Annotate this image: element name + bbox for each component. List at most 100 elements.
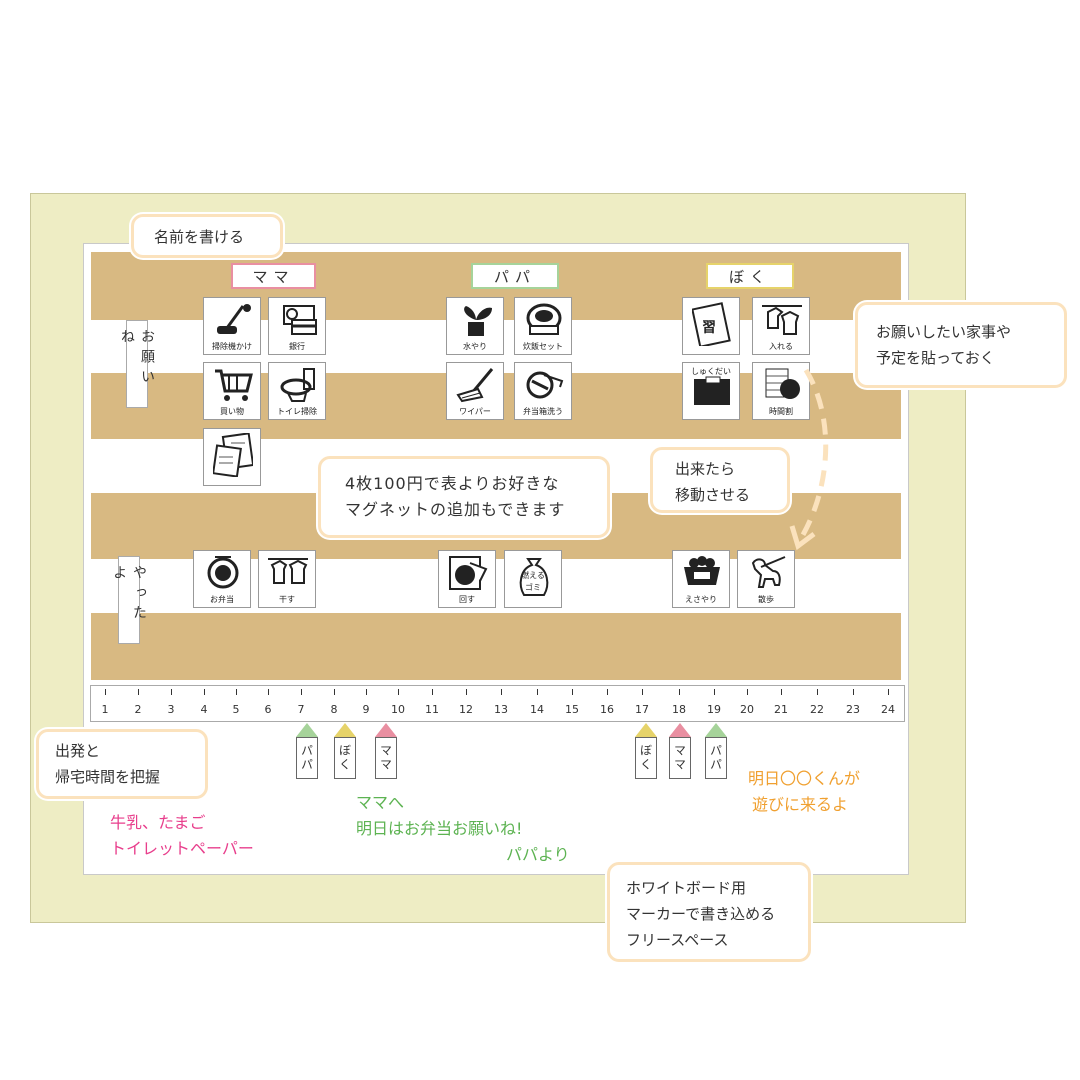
pin-tip <box>635 723 657 737</box>
callout-text: 予定を貼っておく <box>876 349 995 367</box>
time-pin[interactable]: パパ <box>296 723 318 779</box>
header-boku[interactable]: ぼく <box>706 263 794 289</box>
notebook-icon <box>213 433 253 477</box>
callout-time: 出発と 帰宅時間を把握 <box>36 729 208 799</box>
pin-label: ぼく <box>334 737 356 779</box>
ruler-hour-label: 18 <box>672 703 686 716</box>
stripe <box>91 613 901 680</box>
memo-line: 遊びに来るよ <box>752 795 849 814</box>
memo-line: 牛乳、たまご <box>110 813 206 832</box>
magnet-bank[interactable]: 銀行 <box>268 297 326 355</box>
shopping-cart-icon <box>215 369 253 401</box>
homework-icon <box>694 376 730 405</box>
memo-bento: ママへ 明日はお弁当お願いね! パパより <box>356 790 570 868</box>
hang-laundry-icon <box>268 558 308 584</box>
ruler-hour-label: 19 <box>707 703 721 716</box>
time-pin[interactable]: ぼく <box>635 723 657 779</box>
time-pin[interactable]: ママ <box>375 723 397 779</box>
header-mama[interactable]: ママ <box>231 263 316 289</box>
magnet-rice[interactable]: 炊飯セット <box>514 297 572 355</box>
magnet-label: 時間割 <box>769 407 793 416</box>
ruler-tick <box>366 689 367 695</box>
magnet-label: 回す <box>459 595 475 604</box>
callout-text: マーカーで書き込める <box>626 905 776 923</box>
svg-text:習: 習 <box>702 320 716 336</box>
ruler-hour-label: 12 <box>459 703 473 716</box>
magnet-feed[interactable]: えさやり <box>672 550 730 608</box>
ruler-tick <box>334 689 335 695</box>
time-pin[interactable]: パパ <box>705 723 727 779</box>
memo-line: 明日〇〇くんが <box>748 769 861 788</box>
magnet-notebook[interactable] <box>203 428 261 486</box>
magnet-timetable[interactable]: 時間割 <box>752 362 810 420</box>
ruler-tick <box>888 689 889 695</box>
magnet-label: えさやり <box>685 595 717 604</box>
ruler-tick <box>781 689 782 695</box>
magnet-toilet[interactable]: トイレ掃除 <box>268 362 326 420</box>
magnet-hang[interactable]: 干す <box>258 550 316 608</box>
ruler-hour-label: 22 <box>810 703 824 716</box>
practice-book-icon: 習 <box>692 302 731 346</box>
ruler-hour-label: 1 <box>101 703 109 716</box>
ruler-tick <box>817 689 818 695</box>
magnet-vacuum[interactable]: 掃除機かけ <box>203 297 261 355</box>
ruler-tick <box>204 689 205 695</box>
row-label-done: やったよ <box>111 556 147 644</box>
pin-tip <box>705 723 727 737</box>
ruler-tick <box>572 689 573 695</box>
magnet-shopping[interactable]: 買い物 <box>203 362 261 420</box>
pin-tip <box>296 723 318 737</box>
magnet-wash[interactable]: 回す <box>438 550 496 608</box>
ruler-hour-label: 13 <box>494 703 508 716</box>
callout-move: 出来たら 移動させる <box>650 447 790 513</box>
magnet-wiper[interactable]: ワイパー <box>446 362 504 420</box>
ruler-hour-label: 2 <box>134 703 142 716</box>
pin-label: パパ <box>705 737 727 779</box>
garbage-top-label: 燃える <box>521 571 545 580</box>
pin-tip <box>669 723 691 737</box>
magnet-put-in[interactable]: 入れる <box>752 297 810 355</box>
magnet-practice[interactable]: 習 <box>682 297 740 355</box>
ruler-hour-label: 10 <box>391 703 405 716</box>
memo-line: 明日はお弁当お願いね! <box>356 819 523 838</box>
ruler-tick <box>501 689 502 695</box>
bank-card-icon <box>283 305 317 335</box>
callout-text: 出発と <box>55 742 101 760</box>
magnet-homework[interactable]: しゅくだい <box>682 362 740 420</box>
header-papa[interactable]: パパ <box>471 263 559 289</box>
pet-food-icon <box>684 556 720 585</box>
dog-walk-icon <box>751 556 786 588</box>
magnet-walk[interactable]: 散歩 <box>737 550 795 608</box>
magnet-label: お弁当 <box>210 595 234 604</box>
vacuum-icon <box>217 304 251 334</box>
callout-free: ホワイトボード用 マーカーで書き込める フリースペース <box>607 862 811 962</box>
ruler-tick <box>398 689 399 695</box>
ruler-hour-label: 14 <box>530 703 544 716</box>
callout-text: 帰宅時間を把握 <box>55 768 161 786</box>
magnet-label: 弁当箱洗う <box>523 407 563 416</box>
magnet-label: しゅくだい <box>691 367 731 376</box>
bento-icon <box>207 556 239 589</box>
watering-plant-icon <box>464 306 492 336</box>
magnet-water[interactable]: 水やり <box>446 297 504 355</box>
callout-name: 名前を書ける <box>131 214 283 258</box>
memo-line: ママへ <box>356 793 405 812</box>
time-pin[interactable]: ぼく <box>334 723 356 779</box>
ruler-tick <box>679 689 680 695</box>
ruler-hour-label: 3 <box>167 703 175 716</box>
magnet-label: 入れる <box>769 342 793 351</box>
ruler-tick <box>171 689 172 695</box>
magnet-bento[interactable]: お弁当 <box>193 550 251 608</box>
callout-text: フリースペース <box>626 931 729 949</box>
ruler-hour-label: 16 <box>600 703 614 716</box>
magnet-label: ワイパー <box>459 407 491 416</box>
magnet-label: 掃除機かけ <box>212 342 252 351</box>
row-label-request: お願いね <box>119 320 155 408</box>
magnet-bento-wash[interactable]: 弁当箱洗う <box>514 362 572 420</box>
time-pin[interactable]: ママ <box>669 723 691 779</box>
pin-tip <box>334 723 356 737</box>
magnet-garbage[interactable]: 燃える ゴミ <box>504 550 562 608</box>
magnet-label: 干す <box>279 595 295 604</box>
lunchbox-wash-icon <box>526 371 564 399</box>
